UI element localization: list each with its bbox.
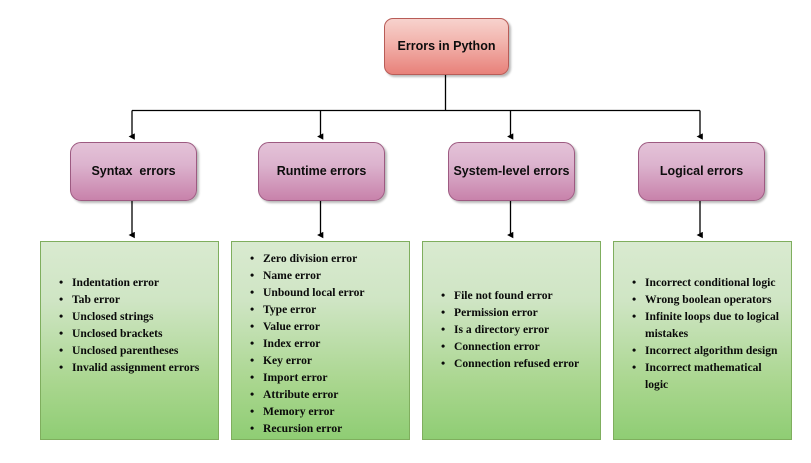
detail-panel-syntax-errors: Indentation errorTab errorUnclosed strin…: [40, 241, 219, 440]
category-node-system-level-errors: System-level errors: [448, 142, 575, 201]
detail-list-item: Indentation error: [59, 274, 212, 291]
detail-list-item: Attribute error: [250, 386, 403, 403]
detail-list-item: Connection refused error: [441, 355, 594, 372]
detail-list-item: Is a directory error: [441, 321, 594, 338]
detail-list-item: Name error: [250, 267, 403, 284]
detail-list-item: Unclosed brackets: [59, 325, 212, 342]
detail-list-item: Wrong boolean operators: [632, 291, 785, 308]
detail-list-item: File not found error: [441, 287, 594, 304]
detail-list-item: Type error: [250, 301, 403, 318]
detail-list-item: Unclosed strings: [59, 308, 212, 325]
detail-list-item: Unbound local error: [250, 284, 403, 301]
detail-list-item: Incorrect conditional logic: [632, 274, 785, 291]
detail-panel-runtime-errors: Zero division errorName errorUnbound loc…: [231, 241, 410, 440]
detail-list: Zero division errorName errorUnbound loc…: [250, 250, 403, 437]
root-node-errors-in-python: Errors in Python: [384, 18, 509, 75]
category-node-label: System-level errors: [453, 164, 570, 178]
detail-list-item: Incorrect algorithm design: [632, 342, 785, 359]
detail-list-item: Zero division error: [250, 250, 403, 267]
detail-list: Incorrect conditional logicWrong boolean…: [632, 274, 785, 393]
detail-panel-logical-errors: Incorrect conditional logicWrong boolean…: [613, 241, 792, 440]
detail-panel-system-level-errors: File not found errorPermission errorIs a…: [422, 241, 601, 440]
category-node-runtime-errors: Runtime errors: [258, 142, 385, 201]
detail-list-item: Infinite loops due to logical mistakes: [632, 308, 785, 342]
detail-list: Indentation errorTab errorUnclosed strin…: [59, 274, 212, 376]
detail-list-item: Import error: [250, 369, 403, 386]
detail-list-item: Key error: [250, 352, 403, 369]
detail-list-item: Permission error: [441, 304, 594, 321]
detail-list-item: Unclosed parentheses: [59, 342, 212, 359]
detail-list-item: Connection error: [441, 338, 594, 355]
detail-list-item: Recursion error: [250, 420, 403, 437]
detail-list-item: Memory error: [250, 403, 403, 420]
detail-list-item: Invalid assignment errors: [59, 359, 212, 376]
category-node-logical-errors: Logical errors: [638, 142, 765, 201]
category-node-syntax-errors: Syntax errors: [70, 142, 197, 201]
detail-list-item: Value error: [250, 318, 403, 335]
category-node-label: Runtime errors: [276, 164, 367, 178]
detail-list-item: Incorrect mathematical logic: [632, 359, 785, 393]
detail-list-item: Index error: [250, 335, 403, 352]
detail-list-item: Tab error: [59, 291, 212, 308]
category-node-label: Syntax errors: [91, 164, 176, 178]
root-node-label: Errors in Python: [397, 39, 496, 53]
category-node-label: Logical errors: [659, 164, 744, 178]
detail-list: File not found errorPermission errorIs a…: [441, 287, 594, 372]
